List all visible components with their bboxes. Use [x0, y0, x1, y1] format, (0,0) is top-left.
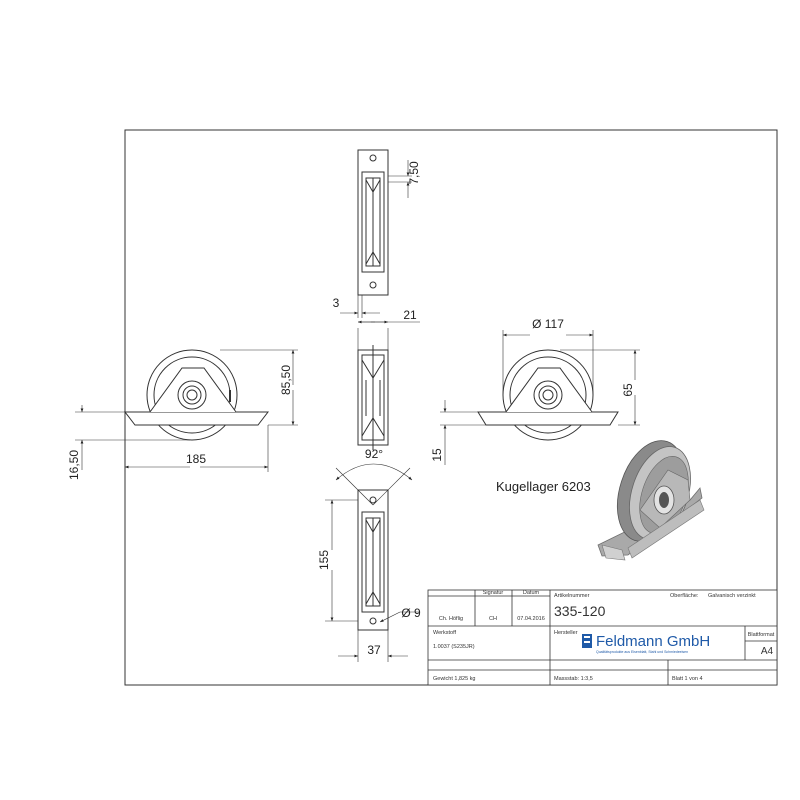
svg-text:Datum: Datum: [523, 590, 540, 596]
svg-text:Signatur: Signatur: [483, 590, 504, 596]
left-front-view: [75, 349, 298, 472]
dim-15: 15: [430, 448, 444, 462]
svg-text:Ch. Höflig: Ch. Höflig: [439, 616, 463, 622]
dim-92-deg: 92°: [365, 447, 383, 461]
company-logo-text: Feldmann GmbH: [596, 633, 710, 650]
dim-21: 21: [403, 308, 417, 322]
svg-text:Oberfläche:: Oberfläche:: [670, 593, 699, 599]
wheel-3d-render: [597, 440, 705, 561]
svg-text:Blattformat: Blattformat: [748, 632, 775, 638]
svg-text:Blatt 1 von 4: Blatt 1 von 4: [672, 676, 703, 682]
dim-diameter-117: Ø 117: [532, 317, 564, 331]
title-block-text: Signatur Datum Ch. Höflig CH 07.04.2016 …: [433, 590, 775, 682]
svg-text:07.04.2016: 07.04.2016: [517, 616, 545, 622]
svg-text:1.0037 (S235JR): 1.0037 (S235JR): [433, 644, 475, 650]
dim-155: 155: [317, 550, 331, 570]
bottom-view: [325, 463, 420, 662]
dim-65: 65: [621, 383, 635, 397]
svg-text:A4: A4: [761, 646, 774, 657]
svg-text:CH: CH: [489, 616, 497, 622]
svg-text:Hersteller: Hersteller: [554, 630, 578, 636]
dim-37: 37: [367, 643, 381, 657]
top-view: [340, 149, 412, 318]
svg-text:Galvanisch verzinkt: Galvanisch verzinkt: [708, 593, 756, 599]
svg-text:Gewicht 1,825 kg: Gewicht 1,825 kg: [433, 676, 476, 682]
svg-text:Werkstoff: Werkstoff: [433, 630, 456, 636]
svg-text:Qualitätsprodukte aus Eisenbla: Qualitätsprodukte aus Eisenblatt, Stahl …: [596, 650, 688, 654]
svg-text:Massstab: 1:3,5: Massstab: 1:3,5: [554, 676, 593, 682]
dim-85-50: 85,50: [279, 365, 293, 395]
right-front-view: [440, 330, 640, 465]
dim-7-50: 7,50: [407, 161, 421, 185]
svg-text:Artikelnummer: Artikelnummer: [554, 593, 590, 599]
dim-16-50: 16,50: [67, 450, 81, 480]
title-block: [427, 589, 778, 686]
bearing-annotation: Kugellager 6203: [496, 479, 591, 494]
dim-diameter-9: Ø 9: [401, 606, 421, 620]
company-logo-icon: [582, 634, 592, 648]
center-side-view: [357, 320, 420, 450]
article-number: 335-120: [554, 603, 606, 619]
dim-185: 185: [186, 452, 206, 466]
dim-3: 3: [333, 296, 340, 310]
